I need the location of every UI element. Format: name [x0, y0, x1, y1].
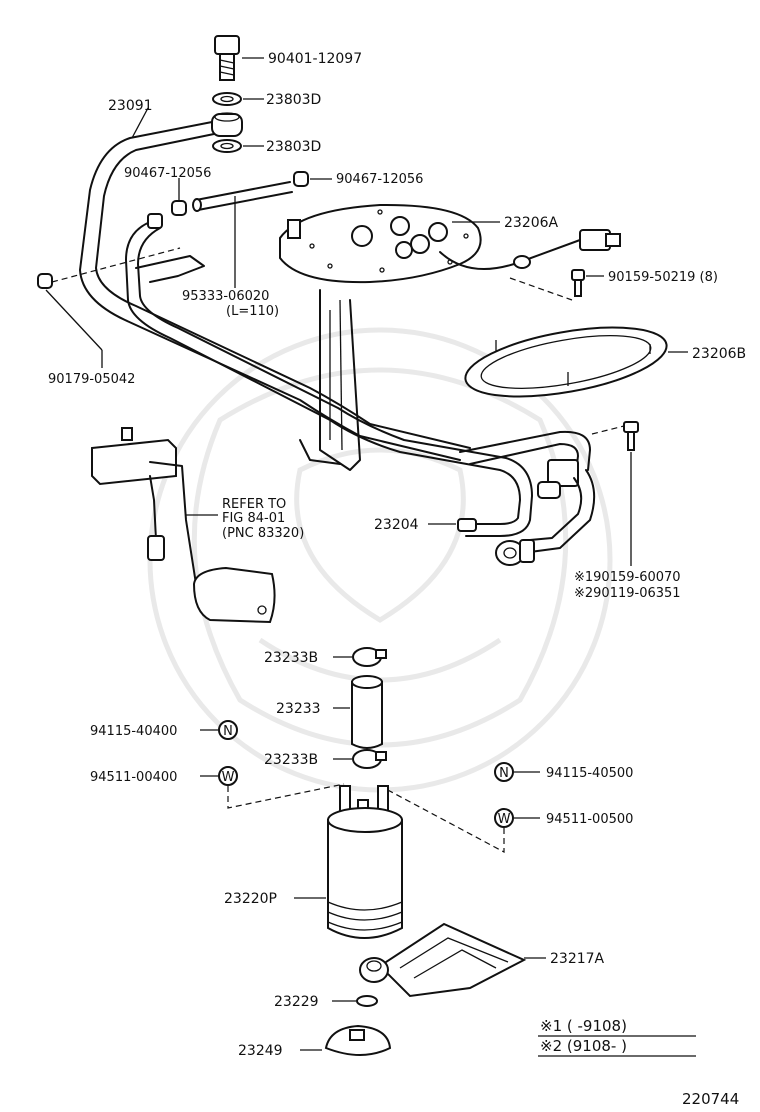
label-23803d-top: 23803D: [266, 92, 321, 108]
label-94115-40500: 94115-40500: [546, 766, 633, 781]
label-190159-60070: ※190159-60070: [574, 570, 681, 585]
screw-190159: [591, 421, 639, 566]
nut-94115-40500: N: [494, 762, 540, 782]
gasket-23803d-bottom: [212, 139, 264, 153]
label-23206a: 23206A: [504, 215, 559, 231]
clamp-23233b-top: [333, 647, 387, 667]
label-refer-fig: FIG 84-01: [222, 511, 285, 526]
hose-95333: [192, 181, 293, 288]
pipe-assembly-right: [459, 430, 596, 566]
label-23233b-bottom: 23233B: [264, 752, 318, 768]
marker-w-right: W: [498, 812, 511, 827]
label-23233b-top: 23233B: [264, 650, 318, 666]
filter-23217a: [359, 922, 546, 998]
washer-23229: [332, 995, 378, 1007]
clip-90179: [37, 247, 181, 368]
gasket-23206b: [464, 326, 688, 398]
label-95333-length: (L=110): [226, 304, 279, 319]
label-90467-left: 90467-12056: [124, 166, 211, 181]
bolt-90401: [214, 35, 264, 81]
label-23091: 23091: [108, 98, 153, 114]
label-23803d-bottom: 23803D: [266, 139, 321, 155]
wire-connector: [439, 229, 621, 271]
label-23220p: 23220P: [224, 891, 277, 907]
label-refer-to: REFER TO: [222, 497, 286, 512]
label-290119-06351: ※290119-06351: [574, 586, 681, 601]
marker-w-left: W: [222, 770, 235, 785]
applicability-notes: ※1 ( -9108) ※2 (9108- ): [538, 1017, 696, 1057]
figure-code: 220744: [682, 1090, 739, 1108]
screw-90159-50219: [509, 269, 604, 301]
washer-94511-00500: W: [383, 787, 540, 853]
pipe-23204: [125, 213, 533, 537]
clamp-23233b-bottom: [333, 749, 387, 769]
union-fitting: [211, 112, 243, 137]
label-95333-06020: 95333-06020: [182, 289, 269, 304]
cushion-23249: [300, 1024, 392, 1056]
label-refer-pnc: (PNC 83320): [222, 526, 304, 541]
clip-90467-right: [293, 171, 332, 187]
label-23204: 23204: [374, 517, 419, 533]
label-94511-00500: 94511-00500: [546, 812, 633, 827]
label-23233: 23233: [276, 701, 321, 717]
label-23229: 23229: [274, 994, 319, 1010]
label-94511-00400: 94511-00400: [90, 770, 177, 785]
label-90401-12097: 90401-12097: [268, 51, 362, 67]
washer-94511-00400: W: [200, 766, 345, 809]
label-23206b: 23206B: [692, 346, 746, 362]
label-90467-right: 90467-12056: [336, 172, 423, 187]
label-23217a: 23217A: [550, 951, 605, 967]
fuel-sender-gauge: [91, 427, 276, 624]
hose-23233: [333, 675, 383, 749]
marker-n-right: N: [499, 766, 509, 781]
gasket-23803d-top: [212, 92, 264, 106]
label-90159-50219: 90159-50219 (8): [608, 270, 718, 285]
marker-n-left: N: [223, 724, 233, 739]
label-90179-05042: 90179-05042: [48, 372, 135, 387]
label-23249: 23249: [238, 1043, 283, 1059]
clip-90467-left: [171, 178, 187, 216]
pump-plate-23206a: [279, 203, 500, 284]
fuel-pump-23220p: [294, 785, 403, 939]
note-1: ※1 ( -9108): [540, 1017, 627, 1035]
label-94115-40400: 94115-40400: [90, 724, 177, 739]
nut-94115-40400: N: [200, 720, 238, 740]
note-2: ※2 (9108- ): [540, 1037, 627, 1055]
hanger-bracket: [135, 255, 361, 471]
